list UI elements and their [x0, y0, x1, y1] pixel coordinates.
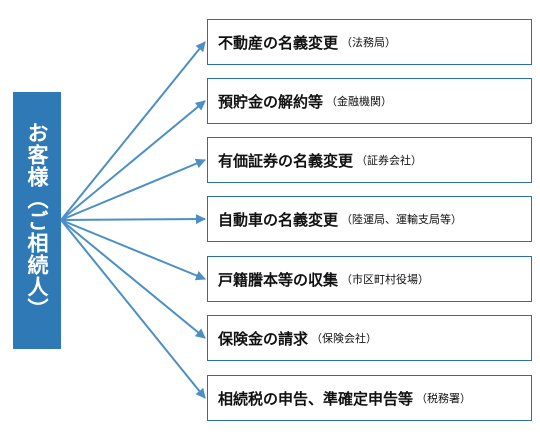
task-securities: 有価証券の名義変更（証券会社） [207, 137, 532, 183]
arrow-2 [60, 100, 206, 221]
task-tax-filing: 相続税の申告、準確定申告等（税務署） [207, 375, 532, 421]
arrow-1 [60, 41, 206, 221]
task-office: （保険会社） [311, 332, 378, 345]
arrow-3 [60, 158, 206, 221]
task-office: （証券会社） [356, 154, 423, 167]
arrow-6 [60, 219, 206, 339]
task-savings: 預貯金の解約等（金融機関） [207, 78, 532, 124]
client-label: お客様（ご相続人） [25, 121, 49, 320]
task-office: （税務署） [416, 392, 472, 405]
task-title: 相続税の申告、準確定申告等 [218, 389, 414, 408]
task-office: （市区町村役場） [341, 273, 430, 286]
task-vehicle: 自動車の名義変更（陸運局、運輸支局等） [207, 196, 532, 242]
task-title: 有価証券の名義変更 [218, 151, 354, 170]
arrow-4 [60, 214, 206, 225]
task-office: （陸運局、運輸支局等） [341, 213, 463, 226]
task-title: 自動車の名義変更 [218, 210, 339, 229]
task-real-estate: 不動産の名義変更（法務局） [207, 19, 532, 65]
task-office: （法務局） [341, 36, 397, 49]
task-insurance: 保険金の請求（保険会社） [207, 315, 532, 361]
task-title: 戸籍謄本等の収集 [218, 270, 339, 289]
client-box: お客様（ご相続人） [13, 92, 61, 349]
arrow-7 [60, 219, 206, 399]
task-family-register: 戸籍謄本等の収集（市区町村役場） [207, 256, 532, 302]
task-office: （金融機関） [326, 95, 393, 108]
task-title: 保険金の請求 [218, 329, 309, 348]
task-title: 不動産の名義変更 [218, 33, 339, 52]
task-title: 預貯金の解約等 [218, 92, 324, 111]
arrow-5 [60, 219, 206, 281]
